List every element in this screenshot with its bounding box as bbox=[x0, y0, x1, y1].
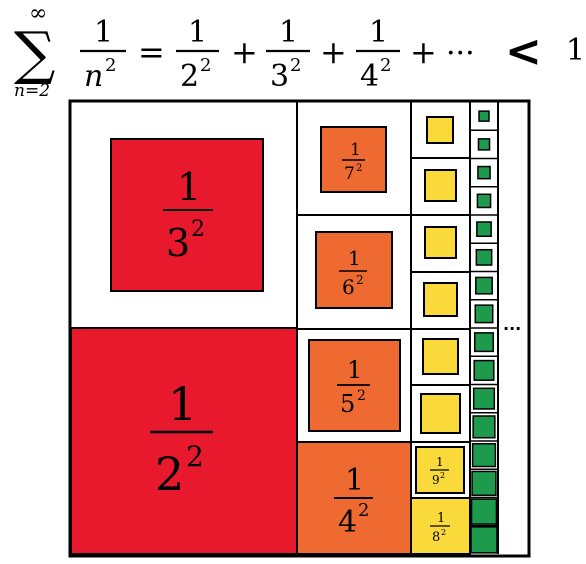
label-1-over-3-squared: 1 3 2 bbox=[163, 165, 213, 265]
continuation-dots: ... bbox=[503, 315, 521, 334]
green-square bbox=[472, 387, 496, 410]
svg-text:1: 1 bbox=[94, 15, 113, 50]
green-square bbox=[470, 526, 498, 554]
svg-text:1: 1 bbox=[350, 140, 361, 160]
square-1-over-9-squared bbox=[415, 446, 465, 494]
svg-text:8: 8 bbox=[432, 530, 440, 545]
label-1-over-4-squared: 1 4 2 bbox=[334, 463, 373, 540]
green-square bbox=[470, 498, 498, 525]
square-1-over-6-squared bbox=[315, 231, 393, 309]
green-square bbox=[471, 442, 497, 468]
upper-bound: 1 bbox=[566, 33, 585, 68]
svg-text:2: 2 bbox=[356, 273, 364, 287]
svg-text:1: 1 bbox=[437, 511, 445, 526]
green-square bbox=[476, 193, 492, 209]
svg-text:2: 2 bbox=[105, 55, 116, 76]
plus-sign: + bbox=[410, 33, 437, 71]
green-square bbox=[472, 415, 496, 439]
square-1-over-5-squared bbox=[308, 339, 401, 432]
green-square bbox=[474, 304, 494, 324]
general-term: 1 n 2 bbox=[80, 15, 126, 94]
svg-text:1: 1 bbox=[369, 15, 388, 50]
svg-text:6: 6 bbox=[342, 275, 355, 299]
svg-text:1: 1 bbox=[345, 463, 364, 498]
ellipsis: ··· bbox=[446, 36, 475, 71]
label-1-over-9-squared: 1 9 2 bbox=[430, 455, 449, 487]
svg-text:9: 9 bbox=[432, 473, 440, 487]
svg-text:5: 5 bbox=[340, 390, 355, 418]
svg-text:2: 2 bbox=[180, 59, 199, 94]
label-1-over-8-squared: 1 8 2 bbox=[430, 511, 450, 545]
lower-limit: n=2 bbox=[14, 81, 50, 100]
label-1-over-7-squared: 1 7 2 bbox=[342, 140, 365, 184]
svg-text:2: 2 bbox=[186, 440, 204, 473]
term-1-over-2-squared: 1 2 2 bbox=[176, 15, 219, 94]
plus-sign: + bbox=[231, 33, 258, 71]
plus-sign: + bbox=[320, 33, 347, 71]
upper-limit: ∞ bbox=[29, 1, 47, 26]
square-1-over-2-squared bbox=[70, 327, 298, 555]
svg-text:7: 7 bbox=[344, 164, 355, 184]
svg-text:1: 1 bbox=[177, 165, 201, 209]
green-square bbox=[475, 276, 493, 295]
green-column bbox=[470, 102, 499, 554]
green-square bbox=[477, 165, 491, 180]
term-1-over-4-squared: 1 4 2 bbox=[356, 15, 400, 94]
green-square bbox=[478, 110, 490, 122]
yellow-column bbox=[410, 102, 471, 555]
svg-text:2: 2 bbox=[357, 388, 366, 404]
label-1-over-6-squared: 1 6 2 bbox=[339, 246, 367, 299]
green-square bbox=[477, 138, 491, 151]
series-formula: ∑ ∞ n=2 1 n 2 = 1 2 2 + 1 3 2 + 1 4 2 + … bbox=[14, 1, 585, 100]
term-1-over-3-squared: 1 3 2 bbox=[266, 15, 310, 94]
green-square bbox=[475, 248, 493, 266]
svg-text:1: 1 bbox=[436, 455, 444, 469]
svg-text:2: 2 bbox=[358, 500, 369, 521]
svg-text:n: n bbox=[84, 59, 103, 94]
square-1-over-3-squared bbox=[110, 138, 264, 292]
svg-text:1: 1 bbox=[348, 246, 361, 270]
svg-text:4: 4 bbox=[338, 505, 357, 540]
square-1-over-7-squared bbox=[320, 126, 387, 193]
svg-text:1: 1 bbox=[347, 356, 362, 384]
svg-text:2: 2 bbox=[200, 55, 211, 76]
svg-text:4: 4 bbox=[360, 59, 379, 94]
svg-text:2: 2 bbox=[356, 163, 362, 174]
svg-text:3: 3 bbox=[270, 59, 289, 94]
svg-text:1: 1 bbox=[168, 377, 197, 431]
svg-text:1: 1 bbox=[188, 15, 207, 50]
svg-text:2: 2 bbox=[440, 471, 445, 480]
svg-text:2: 2 bbox=[191, 217, 205, 242]
less-than-sign: < bbox=[505, 26, 542, 77]
unit-square bbox=[68, 99, 531, 558]
green-square bbox=[476, 221, 492, 238]
green-square bbox=[473, 332, 495, 353]
svg-text:2: 2 bbox=[155, 447, 184, 501]
svg-text:1: 1 bbox=[279, 15, 298, 50]
square-1-over-8-squared bbox=[410, 497, 471, 555]
svg-text:2: 2 bbox=[380, 55, 391, 76]
label-1-over-5-squared: 1 5 2 bbox=[337, 356, 370, 418]
green-square bbox=[471, 470, 497, 497]
summation-sign: ∑ bbox=[14, 19, 55, 87]
svg-text:3: 3 bbox=[166, 221, 190, 265]
label-1-over-2-squared: 1 2 2 bbox=[150, 377, 213, 501]
square-1-over-4-squared bbox=[296, 441, 412, 555]
svg-text:2: 2 bbox=[441, 528, 446, 537]
svg-text:2: 2 bbox=[290, 55, 301, 76]
equals-sign: = bbox=[138, 33, 165, 71]
green-square bbox=[473, 359, 495, 381]
